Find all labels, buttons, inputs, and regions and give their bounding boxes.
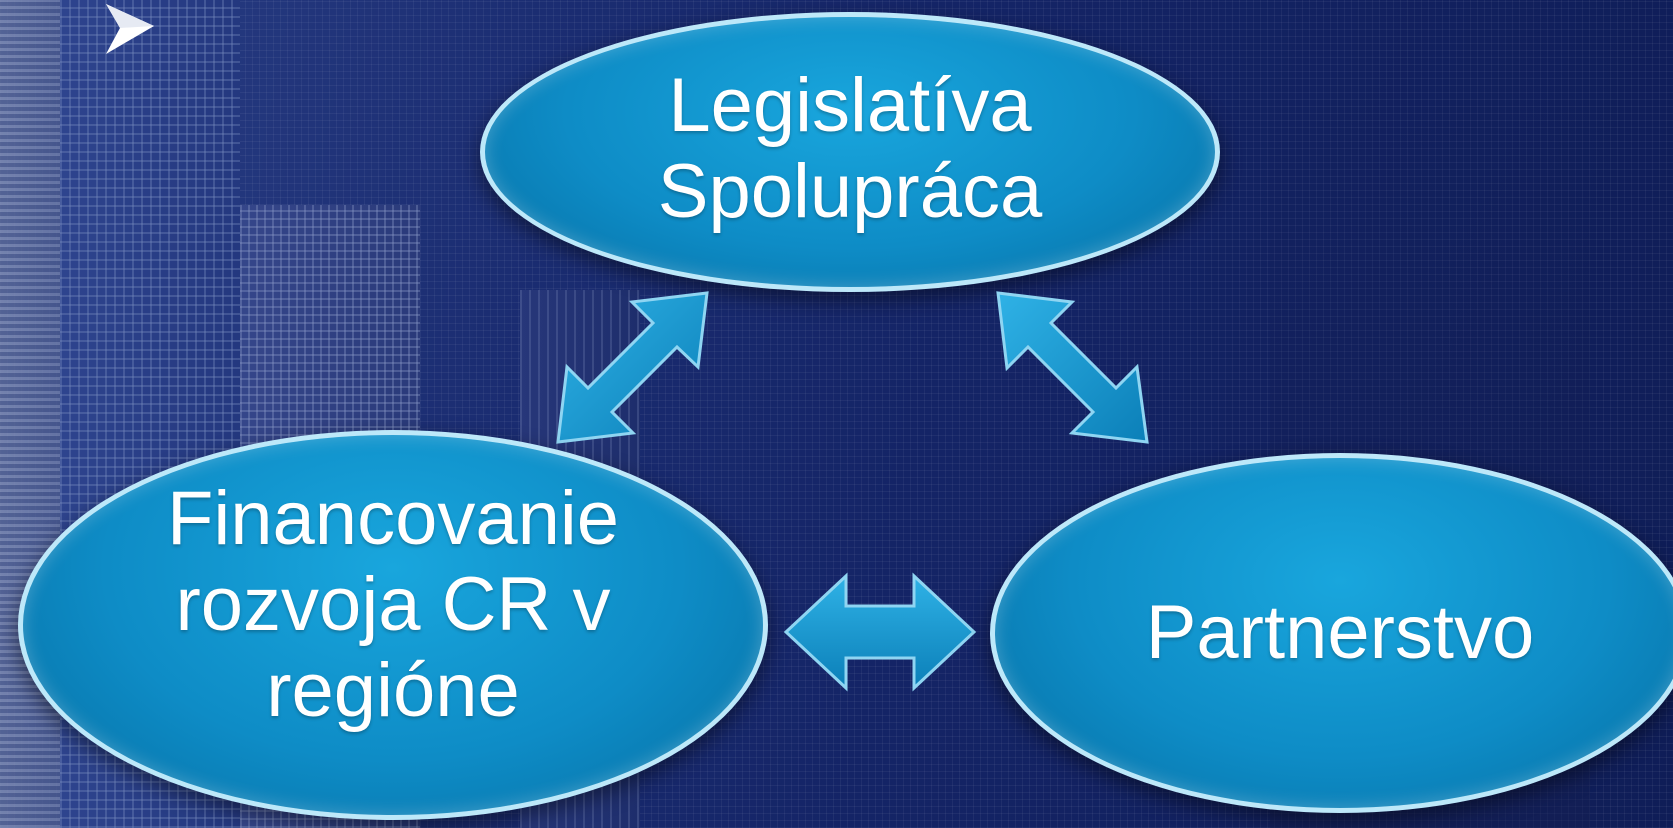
node-financing-development: Financovanie rozvoja CR v regióne [18,430,768,820]
node-label: Legislatíva Spolupráca [657,63,1043,234]
arrowhead-bullet-icon [106,4,154,54]
node-label: Financovanie rozvoja CR v regióne [166,476,620,733]
node-label: Partnerstvo [1145,590,1535,675]
bidirectional-arrow-icon [783,572,977,692]
node-legislation-cooperation: Legislatíva Spolupráca [480,12,1220,292]
bidirectional-arrow-icon [996,291,1149,444]
node-partnership: Partnerstvo [990,453,1673,813]
bidirectional-arrow-icon [556,291,709,444]
